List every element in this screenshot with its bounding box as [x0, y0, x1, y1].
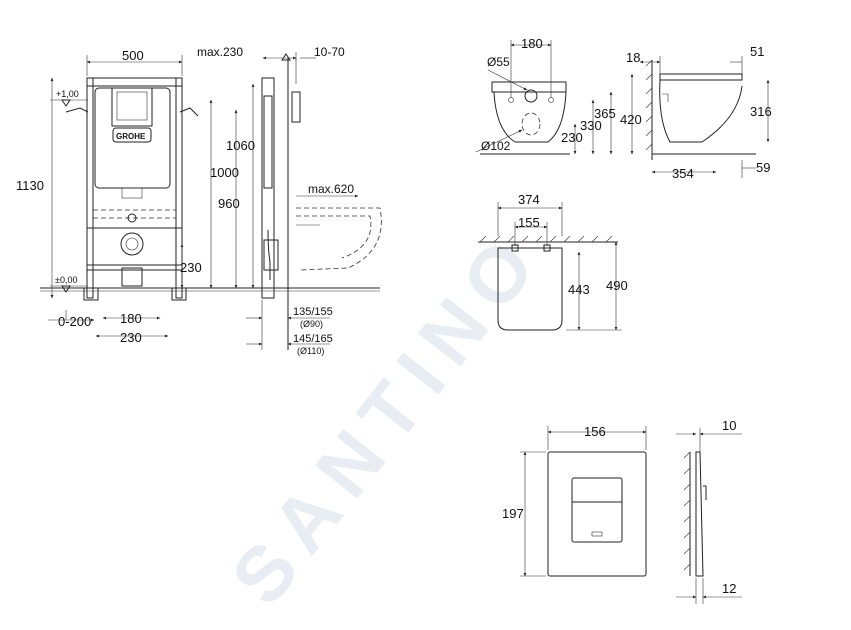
dim-height-1060: 1060: [226, 138, 255, 153]
installation-frame-side: [261, 53, 382, 350]
dim-side-18: 18: [626, 50, 640, 65]
dim-side-316: 316: [750, 104, 772, 119]
dim-side-51: 51: [750, 44, 764, 59]
dim-dia-102: Ø102: [481, 139, 511, 153]
dim-drain-90: 135/155: [293, 306, 333, 318]
dim-bolt-230: 230: [120, 330, 142, 345]
dim-side-420: 420: [620, 112, 642, 127]
dim-drain-110: 145/165: [293, 333, 333, 345]
dim-bolt-180: 180: [120, 311, 142, 326]
watermark-text: SANTINO: [214, 212, 560, 620]
level-zero-label: ±0,00: [55, 275, 77, 285]
dim-outlet-230: 230: [180, 260, 202, 275]
dim-wall-gap: 10-70: [314, 45, 345, 59]
dim-width-500: 500: [122, 48, 144, 63]
dim-h-330: 330: [580, 118, 602, 133]
installation-frame-front: [40, 77, 380, 301]
brand-logo-text: GROHE: [116, 132, 146, 141]
flush-plate-front: [547, 451, 647, 577]
dim-frame-height-1130: 1130: [16, 178, 44, 193]
bowl-top-view: [478, 235, 618, 331]
dim-h-365: 365: [594, 106, 616, 121]
dim-max-230: max.230: [197, 45, 243, 59]
dim-height-960: 960: [218, 196, 240, 211]
dim-plate-depth-12: 12: [722, 581, 736, 596]
dim-height-1000: 1000: [210, 165, 239, 180]
dim-dia-55: Ø55: [487, 55, 510, 69]
dim-plate-156: 156: [584, 424, 606, 439]
dim-bowl-180: 180: [521, 36, 543, 51]
dim-top-490: 490: [606, 278, 628, 293]
dim-drain-90-dia: (Ø90): [300, 319, 323, 329]
dim-top-443: 443: [568, 282, 590, 297]
dim-side-354: 354: [672, 166, 694, 181]
dim-foot-adjust: 0-200: [58, 314, 91, 329]
dim-max-620: max.620: [308, 182, 354, 196]
dim-plate-197: 197: [502, 506, 524, 521]
dim-plate-depth-10: 10: [722, 418, 736, 433]
dim-h-230: 230: [561, 130, 583, 145]
bowl-side-view: [645, 59, 756, 160]
dim-top-374: 374: [518, 192, 540, 207]
dim-drain-110-dia: (Ø110): [297, 346, 324, 356]
dim-side-59: 59: [756, 160, 770, 175]
dim-top-155: 155: [518, 215, 540, 230]
level-plus-label: +1,00: [56, 89, 79, 99]
flush-plate-side: [683, 451, 707, 577]
